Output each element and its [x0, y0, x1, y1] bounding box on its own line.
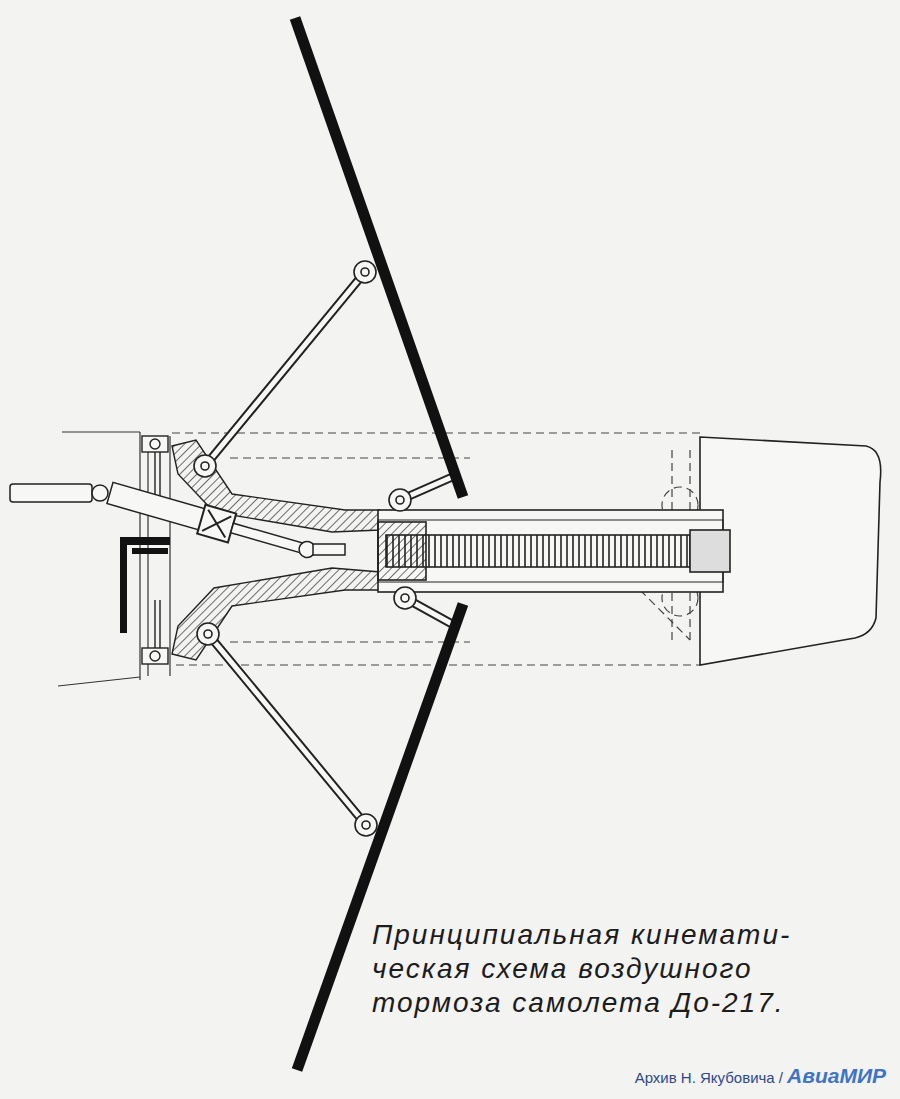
watermark-text: АвиаМИР — [787, 1064, 886, 1088]
mount-bracket — [120, 537, 170, 633]
pivot — [194, 261, 416, 836]
fork-bracket — [172, 440, 380, 660]
hidden-lines — [172, 433, 700, 665]
hydraulic-actuator — [10, 479, 345, 567]
brake-plate — [295, 18, 463, 1070]
watermark-text: Архив Н. Якубовича / — [635, 1069, 783, 1086]
figure-caption: Принципиальная кинемати- ческая схема во… — [372, 918, 858, 1020]
structure-lines — [58, 432, 170, 686]
watermark: Архив Н. Якубовича /АвиаМИР — [633, 1064, 888, 1088]
screw-jack — [378, 510, 730, 592]
